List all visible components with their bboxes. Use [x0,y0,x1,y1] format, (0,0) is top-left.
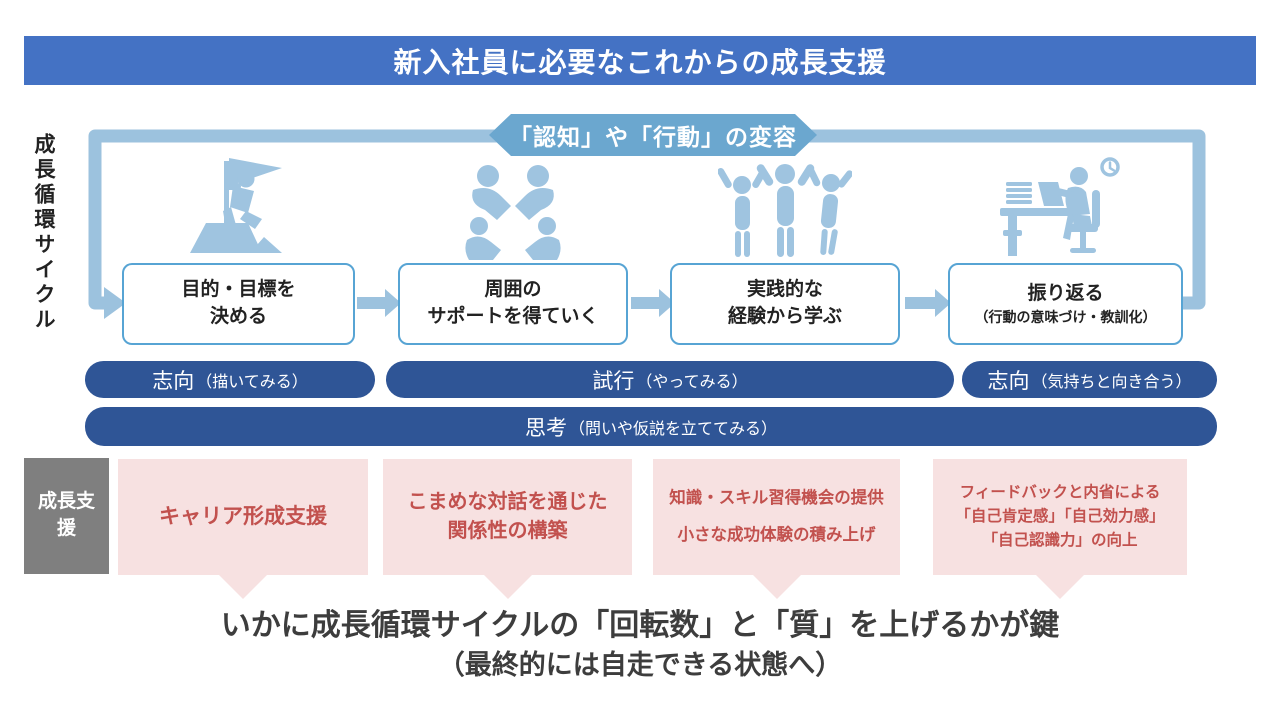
step-box-get-support: 周囲の サポートを得ていく [398,263,628,345]
conclusion-line-2: （最終的には自走できる状態へ） [437,649,843,680]
support-box-line: 関係性の構築 [447,520,568,542]
thinking-pill-main: 思考 [524,416,567,440]
arrow-2-bar [631,297,659,309]
cognition-behavior-banner-label: 「認知」や「行動」の変容 [509,124,797,150]
arrow-3-bar [905,297,935,309]
cognition-behavior-banner: 「認知」や「行動」の変容 [489,114,817,156]
phase-pill-sub: （描いてみる） [196,373,308,391]
step-box-line: 経験から学ぶ [727,306,842,327]
support-people-icon [465,165,561,260]
growth-support-label: 成長支援 [24,458,109,574]
support-box-line: 知識・スキル習得機会の提供 [669,488,884,507]
callout-tail-icon [483,575,532,599]
step-box-line: 振り返る [1027,282,1104,304]
support-box-line: キャリア形成支援 [159,504,327,528]
page-title: 新入社員に必要なこれからの成長支援 [393,46,887,78]
conclusion-line-1: いかに成長循環サイクルの「回転数」と「質」を上げるかが鍵 [220,609,1060,642]
step-box-line: 周囲の [484,279,542,301]
support-box-line: 小さな成功体験の積み上げ [677,525,876,544]
support-box-career: キャリア形成支援 [118,459,368,599]
support-box-line: 「自己認識力」の向上 [982,532,1138,549]
step-box-learn-from-experience: 実践的な 経験から学ぶ [670,263,900,345]
desk-reflection-icon [1000,157,1120,256]
thinking-pill: 思考 （問いや仮説を立ててみる） [85,407,1217,446]
arrow-2-head-icon [659,289,675,317]
step-box-reflect: 振り返る （行動の意味づけ・教訓化） [948,263,1183,345]
step-box-line: 目的・目標を [181,279,296,301]
arrow-1-head-icon [385,289,401,317]
phase-pill-main: 志向 [987,369,1030,393]
cycle-axis-label: 成長循環サイクル [32,133,55,333]
phase-pill-sub: （やってみる） [636,373,748,391]
step-box-line: サポートを得ていく [427,306,599,327]
support-box-line: こまめな対話を通じた [407,491,608,513]
phase-pill-shikou-feelings: 志向 （気持ちと向き合う） [962,361,1217,398]
callout-tail-icon [219,575,267,599]
support-box-line: 「自己肯定感」「自己効力感」 [955,507,1165,525]
title-banner: 新入社員に必要なこれからの成長支援 [24,36,1256,85]
support-box-feedback: フィードバックと内省による 「自己肯定感」「自己効力感」 「自己認識力」の向上 [933,459,1187,599]
phase-pill-main: 志向 [152,369,195,393]
conclusion-text: いかに成長循環サイクルの「回転数」と「質」を上げるかが鍵 （最終的には自走できる… [0,606,1280,683]
loop-arrowhead-icon [104,287,126,319]
step-box-set-goals: 目的・目標を 決める [122,263,355,345]
support-box-skills: 知識・スキル習得機会の提供 小さな成功体験の積み上げ [653,459,900,599]
step-arrows [357,289,951,317]
arrow-3-head-icon [935,289,951,317]
thinking-pill-sub: （問いや仮説を立ててみる） [568,420,777,438]
support-box-line: フィードバックと内省による [959,483,1161,501]
phase-pill-sub: （気持ちと向き合う） [1031,373,1192,391]
celebrating-people-icon [718,164,852,257]
callout-tail-icon [1036,575,1084,599]
phase-pill-main: 試行 [592,369,635,393]
phase-pill-trial: 試行 （やってみる） [386,361,954,398]
phase-pill-shikou-draw: 志向 （描いてみる） [85,361,375,398]
step-box-line: 実践的な [746,279,823,301]
step-box-line: （行動の意味づけ・教訓化） [974,309,1157,326]
arrow-1-bar [357,297,385,309]
step-box-line: 決める [209,306,267,327]
callout-tail-icon [752,575,801,599]
support-box-dialogue: こまめな対話を通じた 関係性の構築 [383,459,632,599]
flag-goal-icon [190,158,282,253]
